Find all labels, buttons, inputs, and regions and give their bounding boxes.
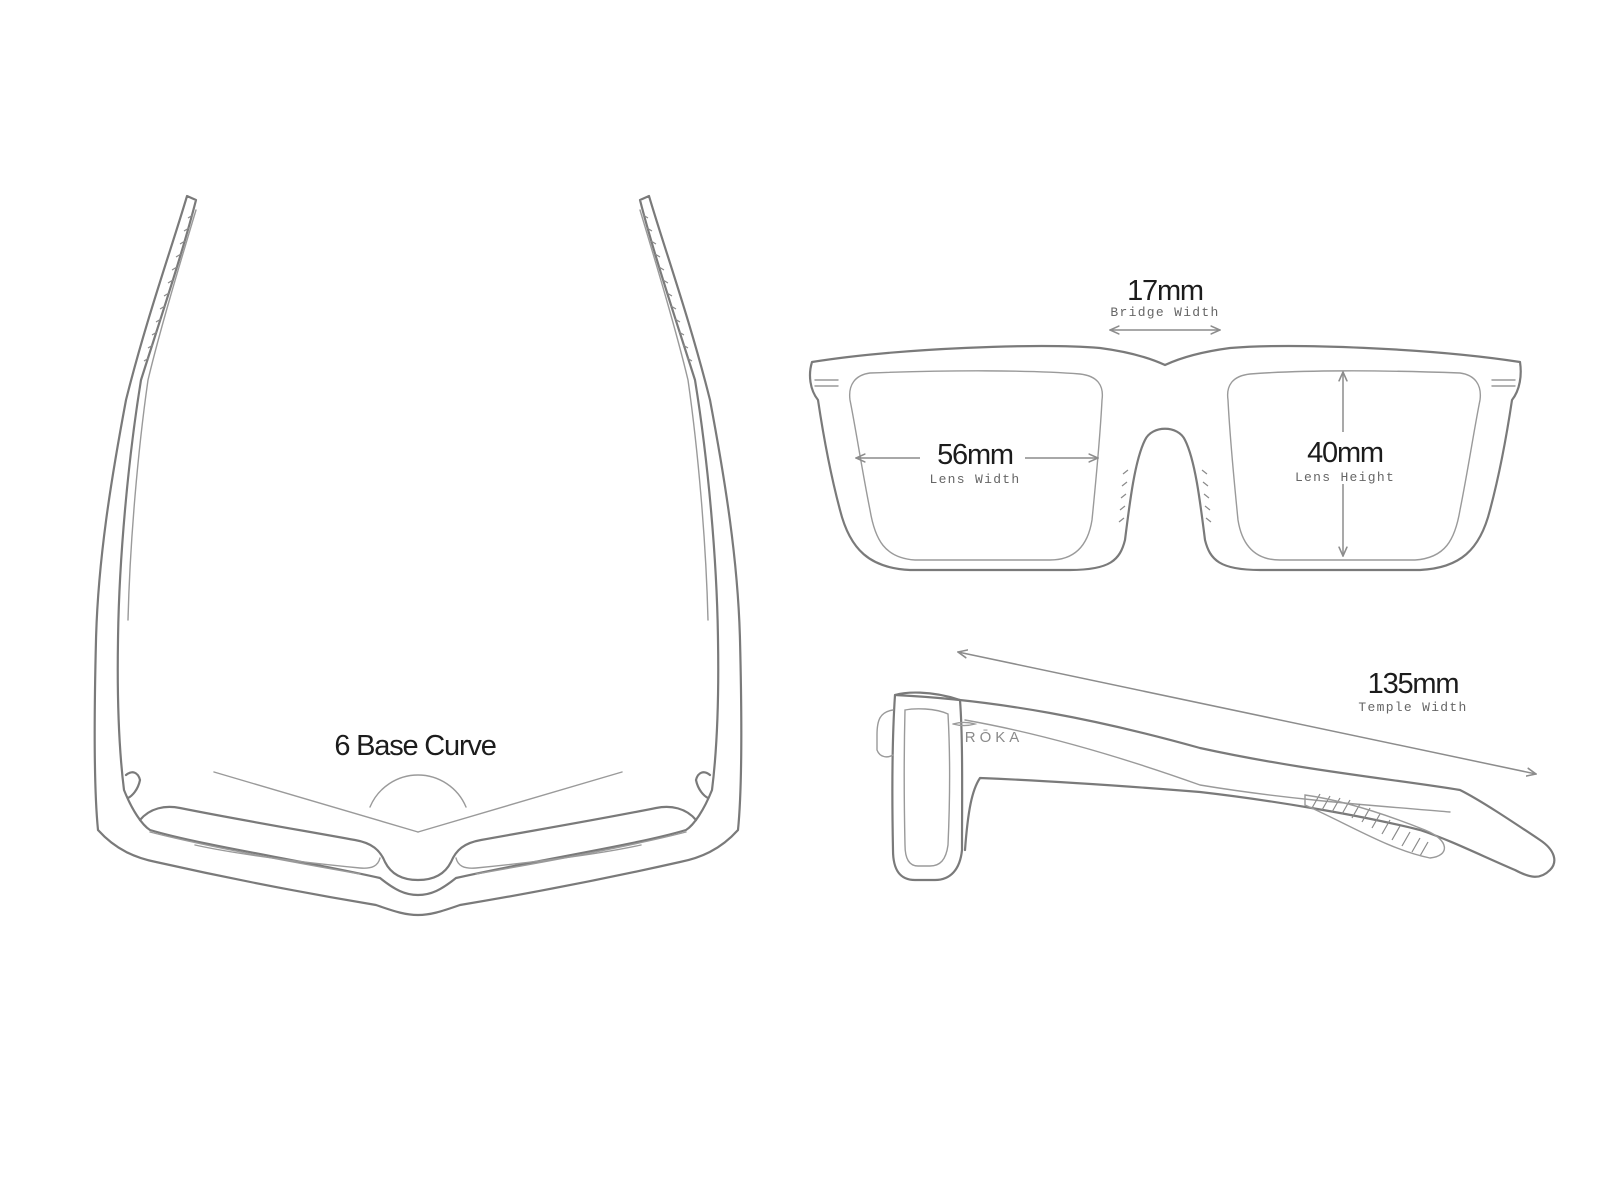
- base-curve-right-line: [417, 771, 623, 833]
- lens-height-value: 40mm: [1307, 437, 1383, 469]
- side-view-hinge-slot: [952, 721, 978, 727]
- side-view-grip-outline: [1304, 794, 1446, 859]
- top-view-right-hinge: [694, 771, 712, 800]
- top-view-front-frame: [138, 805, 698, 882]
- lens-width-label: Lens Width: [929, 472, 1020, 487]
- side-view-front-rim: [891, 691, 964, 882]
- front-view-nose-pad-right: [1201, 469, 1212, 523]
- bridge-width-label: Bridge Width: [1110, 305, 1219, 320]
- top-view-drawing: [93, 194, 743, 917]
- front-view-left-hinge-slot: [814, 379, 839, 387]
- front-view-nose-pad-left: [1118, 469, 1129, 523]
- bridge-width-value: 17mm: [1127, 275, 1203, 307]
- top-view-left-temple-inner: [127, 209, 197, 621]
- side-view-temple-arm: [893, 693, 1556, 878]
- top-view-right-temple-inner: [639, 209, 709, 621]
- base-curve-arc: [369, 774, 467, 808]
- top-view-right-lens-edge: [475, 831, 687, 875]
- side-view-temple-grip: [1311, 793, 1429, 857]
- front-view-right-lens: [1226, 370, 1482, 561]
- top-view-right-temple-grip: [642, 214, 693, 362]
- temple-width-label: Temple Width: [1358, 700, 1467, 715]
- side-view-lens-inner: [903, 708, 951, 867]
- top-view-left-lens: [194, 844, 381, 869]
- brand-logo: RŌKA: [965, 729, 1024, 746]
- top-view-right-lens: [455, 844, 642, 869]
- top-view-outer-outline: [93, 194, 743, 917]
- side-view-temple-inner-line: [964, 719, 1451, 813]
- front-view-left-lens: [848, 370, 1104, 561]
- front-view-drawing: [808, 345, 1522, 572]
- temple-width-arrow: [958, 652, 1536, 774]
- lens-height-label: Lens Height: [1295, 470, 1395, 485]
- front-view-right-hinge-slot: [1491, 379, 1516, 387]
- top-view-left-temple-grip: [143, 214, 194, 362]
- base-curve-left-line: [213, 771, 419, 833]
- side-view-drawing: [876, 691, 1556, 882]
- base-curve-label: 6 Base Curve: [334, 730, 495, 762]
- top-view-left-hinge: [124, 771, 142, 800]
- temple-width-value: 135mm: [1368, 668, 1459, 700]
- lens-width-value: 56mm: [937, 439, 1013, 471]
- top-view-left-lens-edge: [149, 831, 361, 875]
- side-view-nose-pad: [876, 709, 894, 758]
- front-view-frame-outline: [808, 345, 1522, 572]
